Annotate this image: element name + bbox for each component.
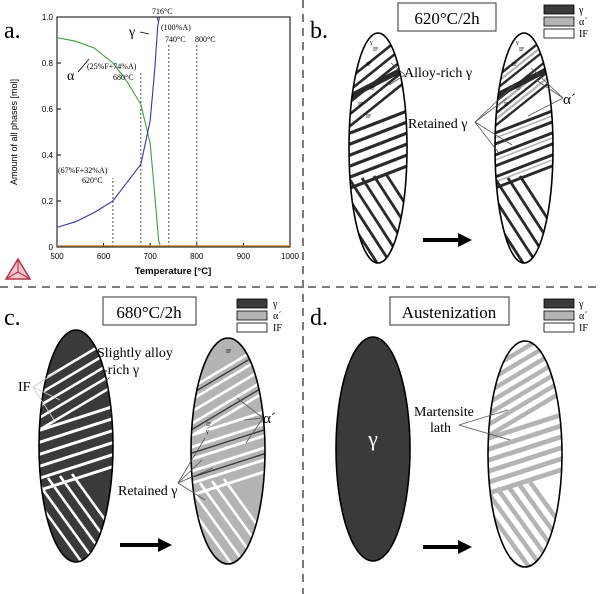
svg-text:γ: γ bbox=[578, 299, 584, 310]
grain-c-before bbox=[39, 330, 113, 562]
x-tick-label: 600 bbox=[97, 252, 111, 261]
panel-c-title: 680°C/2h bbox=[116, 303, 182, 322]
svg-text:IF: IF bbox=[504, 102, 510, 108]
label-slightly-1: Slightly alloy bbox=[97, 346, 173, 361]
y-tick-label: 0.2 bbox=[42, 197, 54, 206]
panel-d-title: Austenization bbox=[402, 303, 497, 322]
panel-d: d. Austenization γ α´ IF γ bbox=[310, 296, 588, 568]
arrow-c bbox=[120, 538, 172, 552]
x-tick-label: 1000 bbox=[281, 252, 299, 261]
label-martensite-2: lath bbox=[430, 421, 451, 436]
panel-c-title-box bbox=[102, 296, 197, 326]
series-line-α bbox=[57, 37, 162, 247]
panel-d-title-box bbox=[389, 296, 510, 326]
svg-text:α´: α´ bbox=[579, 311, 588, 322]
gamma-pointer bbox=[139, 31, 150, 35]
legend-b: γ α´ IF bbox=[543, 4, 588, 40]
x-axis-ticks: 500 600 700 800 900 1000 bbox=[50, 243, 299, 261]
grain-c-after bbox=[191, 338, 265, 564]
arrow-d bbox=[423, 540, 472, 554]
legend-alpha: α´ bbox=[579, 17, 588, 28]
label-martensite-1: Martensite bbox=[414, 405, 474, 420]
label-740: 740°C bbox=[165, 35, 186, 44]
legend-if: IF bbox=[579, 29, 588, 40]
arrow-b bbox=[423, 233, 472, 247]
label-25F74A: (25%F+74%A) bbox=[87, 62, 137, 71]
svg-text:IF: IF bbox=[579, 323, 588, 334]
grain-c2-if-labels: IF IF γ bbox=[205, 349, 232, 435]
x-tick-label: 500 bbox=[50, 252, 64, 261]
x-tick-label: 700 bbox=[144, 252, 158, 261]
y-tick-label: 0.8 bbox=[42, 59, 54, 68]
svg-text:IF: IF bbox=[366, 114, 372, 120]
svg-text:α´: α´ bbox=[273, 311, 282, 322]
y-axis-ticks: 0 0.2 0.4 0.6 0.8 1.0 bbox=[42, 13, 61, 252]
panel-c-letter: c. bbox=[4, 305, 21, 331]
legend-gamma: γ bbox=[578, 5, 584, 16]
x-axis-label: Temperature [°C] bbox=[135, 266, 211, 277]
legend-c: γ α´ IF bbox=[236, 298, 282, 334]
series-line-γ bbox=[57, 17, 161, 228]
label-100A: (100%A) bbox=[161, 23, 191, 32]
svg-text:γ: γ bbox=[205, 429, 209, 435]
grain-b-before bbox=[349, 33, 407, 263]
label-retained-c: Retained γ bbox=[118, 484, 177, 499]
label-gamma-d: γ bbox=[367, 426, 378, 451]
svg-text:IF: IF bbox=[206, 422, 212, 428]
grain-d-austenite bbox=[335, 336, 411, 562]
software-logo-icon bbox=[4, 257, 32, 280]
label-alpha-prime-c: α´ bbox=[263, 411, 276, 427]
y-axis-label: Amount of all phases [mol] bbox=[9, 79, 19, 185]
label-if-c: IF bbox=[18, 380, 31, 395]
svg-text:IF: IF bbox=[519, 47, 525, 53]
panel-b-letter: b. bbox=[310, 18, 328, 44]
label-alloy-rich: Alloy-rich γ bbox=[404, 66, 472, 81]
alpha-pointer bbox=[77, 58, 90, 73]
label-680: 680°C bbox=[113, 73, 134, 82]
panel-a-letter: a. bbox=[4, 18, 21, 44]
plot-frame bbox=[56, 16, 291, 248]
series-layer bbox=[57, 17, 290, 247]
svg-text:γ: γ bbox=[272, 299, 278, 310]
grain-b-if-labels: γ IF IF IF IF IF bbox=[358, 40, 379, 120]
y-tick-label: 0 bbox=[49, 243, 54, 252]
svg-text:IF: IF bbox=[226, 349, 232, 355]
panel-c: c. 680°C/2h γ α´ IF bbox=[4, 296, 282, 565]
y-tick-label: 0.6 bbox=[42, 105, 54, 114]
legend-d: γ α´ IF bbox=[543, 298, 588, 334]
y-tick-label: 0.4 bbox=[42, 151, 54, 160]
panel-d-letter: d. bbox=[310, 305, 328, 331]
grain-b2-if-labels: γ IF IF IF IF bbox=[504, 40, 525, 108]
label-retained-b: Retained γ bbox=[408, 117, 467, 132]
svg-text:IF: IF bbox=[358, 102, 364, 108]
y-tick-label: 1.0 bbox=[42, 13, 54, 22]
panel-b-title-box bbox=[397, 2, 497, 32]
label-800: 800°C bbox=[195, 35, 216, 44]
gamma-curve-label: γ bbox=[128, 25, 135, 40]
svg-text:IF: IF bbox=[373, 47, 379, 53]
svg-text:IF: IF bbox=[273, 323, 282, 334]
x-tick-label: 900 bbox=[237, 252, 251, 261]
grain-d-after bbox=[488, 341, 562, 567]
x-tick-label: 800 bbox=[190, 252, 204, 261]
svg-text:IF: IF bbox=[370, 86, 376, 92]
alpha-curve-label: α bbox=[67, 69, 75, 84]
svg-text:γ: γ bbox=[369, 40, 373, 46]
grain-b-after bbox=[495, 33, 553, 263]
label-alpha-prime-b: α´ bbox=[563, 92, 576, 108]
label-716: 716°C bbox=[152, 7, 173, 16]
reference-lines bbox=[112, 17, 198, 247]
panel-b: b. 620°C/2h γ α´ IF bbox=[310, 2, 588, 264]
label-67F32A: (67%F+32%A) bbox=[58, 166, 108, 175]
label-620: 620°C bbox=[82, 176, 103, 185]
label-slightly-2: -rich γ bbox=[103, 363, 139, 378]
svg-text:γ: γ bbox=[515, 40, 519, 46]
svg-text:IF: IF bbox=[366, 62, 372, 68]
svg-text:IF: IF bbox=[516, 86, 522, 92]
svg-text:IF: IF bbox=[512, 62, 518, 68]
panel-b-title: 620°C/2h bbox=[414, 9, 480, 28]
